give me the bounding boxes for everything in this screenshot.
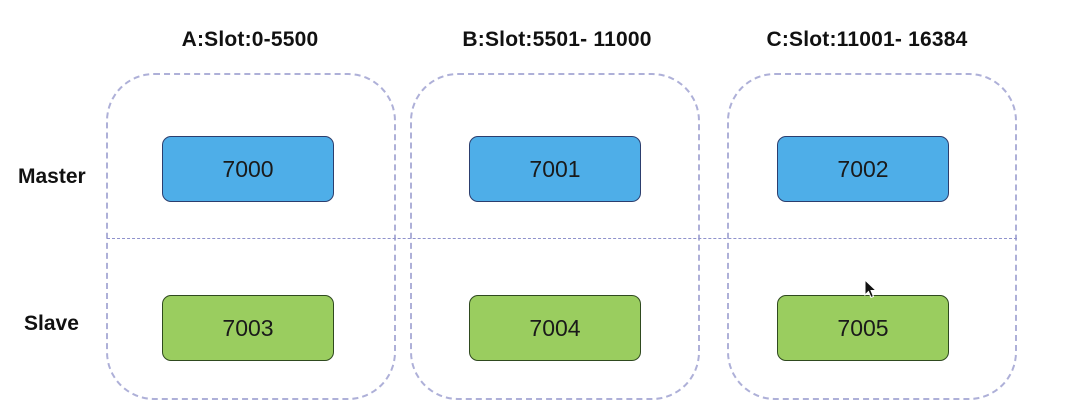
master-slave-divider — [107, 238, 1017, 239]
row-label-master: Master — [18, 165, 86, 188]
column-b-title: B:Slot:5501- 11000 — [462, 28, 652, 51]
row-label-slave: Slave — [24, 312, 79, 335]
column-c-title: C:Slot:11001- 16384 — [766, 28, 968, 51]
group-a — [106, 73, 396, 400]
slave-node-a: 7003 — [162, 295, 334, 361]
slave-node-b: 7004 — [469, 295, 641, 361]
master-node-b: 7001 — [469, 136, 641, 202]
column-a-title: A:Slot:0-5500 — [181, 28, 319, 51]
group-c — [727, 73, 1017, 400]
slave-node-c: 7005 — [777, 295, 949, 361]
mouse-pointer-icon — [864, 279, 878, 299]
master-node-a: 7000 — [162, 136, 334, 202]
master-node-c: 7002 — [777, 136, 949, 202]
group-b — [410, 73, 700, 400]
